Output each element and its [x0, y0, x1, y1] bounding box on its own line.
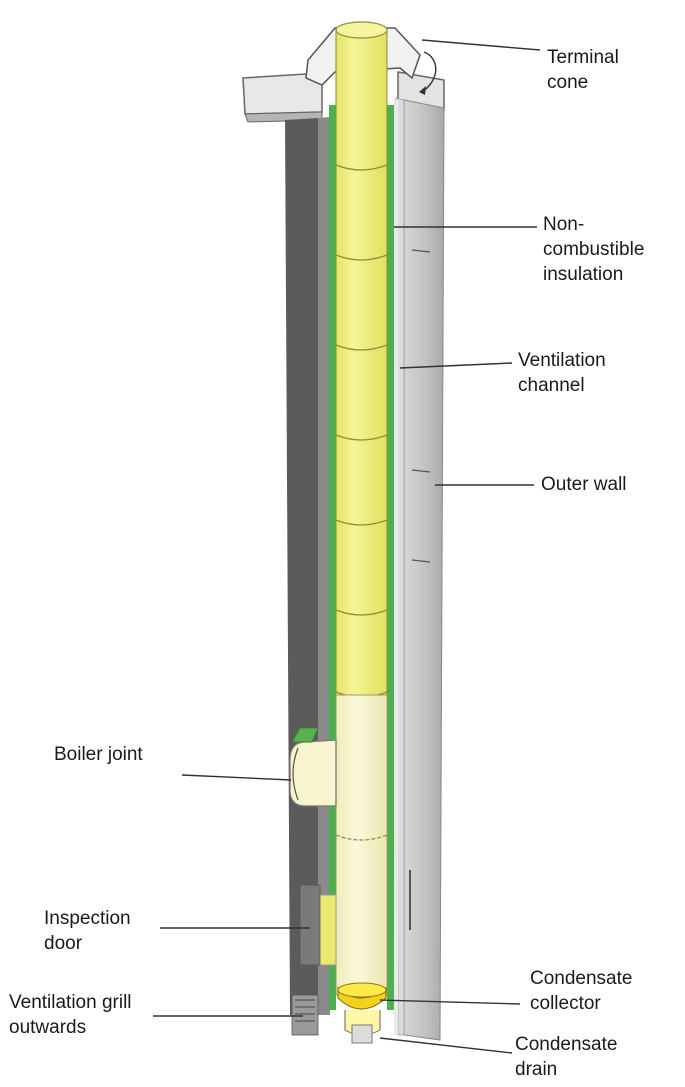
- outer-wall-left: [285, 117, 330, 1015]
- label-boiler-joint: Boiler joint: [54, 744, 143, 765]
- inspection-door: [299, 884, 337, 966]
- condensate-collector: [337, 982, 387, 1010]
- leader-lines: [153, 39, 541, 1054]
- leader-ventilation-channel: [399, 362, 513, 369]
- label-condensate-drain: Condensate drain: [515, 1034, 618, 1080]
- label-outer-wall: Outer wall: [541, 474, 627, 495]
- label-condensate-collector: Condensate collector: [530, 968, 633, 1014]
- wall-marks: [409, 249, 431, 930]
- cap-slab: [242, 71, 445, 123]
- flue-liner: [335, 21, 388, 698]
- label-insulation: Non- combustible insulation: [543, 214, 645, 285]
- leader-boiler-joint: [181, 774, 292, 781]
- label-ventilation-grill: Ventilation grill outwards: [9, 992, 132, 1038]
- insulation-layer: [329, 100, 398, 1035]
- ventilation-grill: [291, 994, 319, 1036]
- label-ventilation-channel: Ventilation channel: [518, 350, 606, 396]
- leader-condensate-drain: [379, 1037, 513, 1054]
- leader-condensate-collector: [379, 999, 521, 1005]
- label-terminal-cone: Terminal cone: [547, 47, 619, 93]
- flue-lower-section: [335, 694, 388, 996]
- label-inspection-door: Inspection door: [44, 908, 131, 954]
- boiler-joint: [289, 727, 337, 807]
- leader-terminal-cone: [421, 39, 541, 51]
- outer-wall-right: [395, 97, 445, 1041]
- condensate-drain: [344, 1010, 381, 1044]
